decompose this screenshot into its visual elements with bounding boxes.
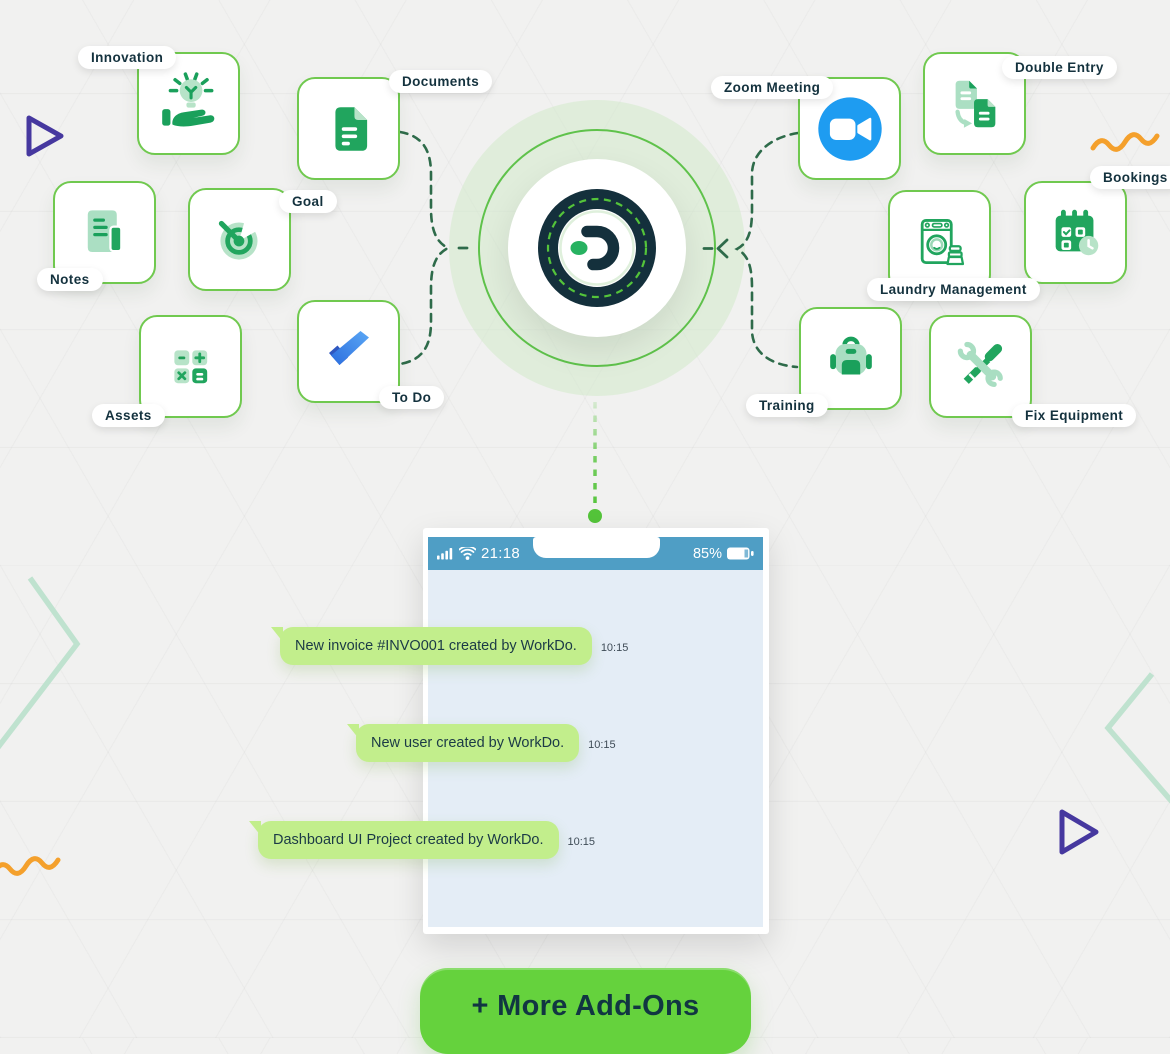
label-bookings: Bookings <box>1090 166 1170 189</box>
chat-message-time: 10:15 <box>588 739 616 751</box>
assets-icon <box>173 349 207 383</box>
hub-outer-ring <box>478 129 716 367</box>
card-notes[interactable] <box>53 181 156 284</box>
label-double-entry: Double Entry <box>1002 56 1117 79</box>
more-add-ons-button[interactable]: + More Add-Ons <box>420 968 751 1054</box>
card-documents[interactable] <box>297 77 400 180</box>
squiggle-decoration-top-right <box>1090 132 1160 152</box>
label-fix-equipment: Fix Equipment <box>1012 404 1137 427</box>
bookings-icon <box>1055 209 1098 255</box>
label-documents: Documents <box>389 70 493 93</box>
label-goal: Goal <box>279 190 337 213</box>
laundry-icon <box>920 218 964 265</box>
chat-message-time: 10:15 <box>600 642 629 654</box>
card-training[interactable] <box>799 307 902 410</box>
fix-equipment-icon <box>957 341 1003 387</box>
label-notes: Notes <box>37 268 103 291</box>
play-triangle-icon <box>26 115 64 157</box>
training-icon <box>829 336 872 374</box>
signal-icon <box>437 548 453 560</box>
workdo-logo-icon <box>538 189 656 307</box>
connector-phone-dot <box>588 509 602 523</box>
card-assets[interactable] <box>139 315 242 418</box>
chat-bubble: New invoice #INVO001 created by WorkDo. <box>280 627 592 665</box>
chat-bubble: New user created by WorkDo. <box>356 724 580 762</box>
card-bookings[interactable] <box>1024 181 1127 284</box>
wifi-icon <box>459 547 476 560</box>
battery-icon <box>727 547 754 560</box>
double-entry-icon <box>954 80 995 128</box>
todo-icon <box>328 330 369 365</box>
card-todo[interactable] <box>297 300 400 403</box>
label-laundry-management: Laundry Management <box>867 278 1040 301</box>
chat-message-row: New invoice #INVO001 created by WorkDo. … <box>280 627 628 665</box>
label-zoom-meeting: Zoom Meeting <box>711 76 834 99</box>
card-goal[interactable] <box>188 188 291 291</box>
card-laundry-management[interactable] <box>888 190 991 293</box>
card-fix-equipment[interactable] <box>929 315 1032 418</box>
connector-right-brace <box>734 131 800 369</box>
chat-message-row: Dashboard UI Project created by WorkDo. … <box>258 821 595 859</box>
innovation-icon <box>161 71 214 126</box>
squiggle-decoration-bottom-left <box>0 856 61 876</box>
battery-percent: 85% <box>692 545 722 562</box>
notes-icon <box>87 209 122 252</box>
chevron-decoration-left <box>0 576 81 750</box>
label-innovation: Innovation <box>78 46 177 69</box>
label-todo: To Do <box>379 386 445 409</box>
label-training: Training <box>746 394 828 417</box>
goal-icon <box>218 218 261 260</box>
label-assets: Assets <box>92 404 165 427</box>
zoom-meeting-icon <box>817 96 882 161</box>
documents-icon <box>334 106 367 151</box>
status-time: 21:18 <box>481 545 521 562</box>
phone-notch <box>533 537 660 558</box>
play-triangle-icon <box>1059 809 1099 855</box>
connector-left-brace <box>398 130 451 366</box>
chevron-decoration-right <box>1104 672 1170 804</box>
chat-message-time: 10:15 <box>567 836 596 848</box>
hub-white-circle <box>508 159 686 337</box>
phone-status-bar: 21:18 85% <box>428 537 763 570</box>
card-innovation[interactable] <box>137 52 240 155</box>
chat-message-row: New user created by WorkDo. 10:15 <box>356 724 616 762</box>
chat-bubble: Dashboard UI Project created by WorkDo. <box>258 821 559 859</box>
